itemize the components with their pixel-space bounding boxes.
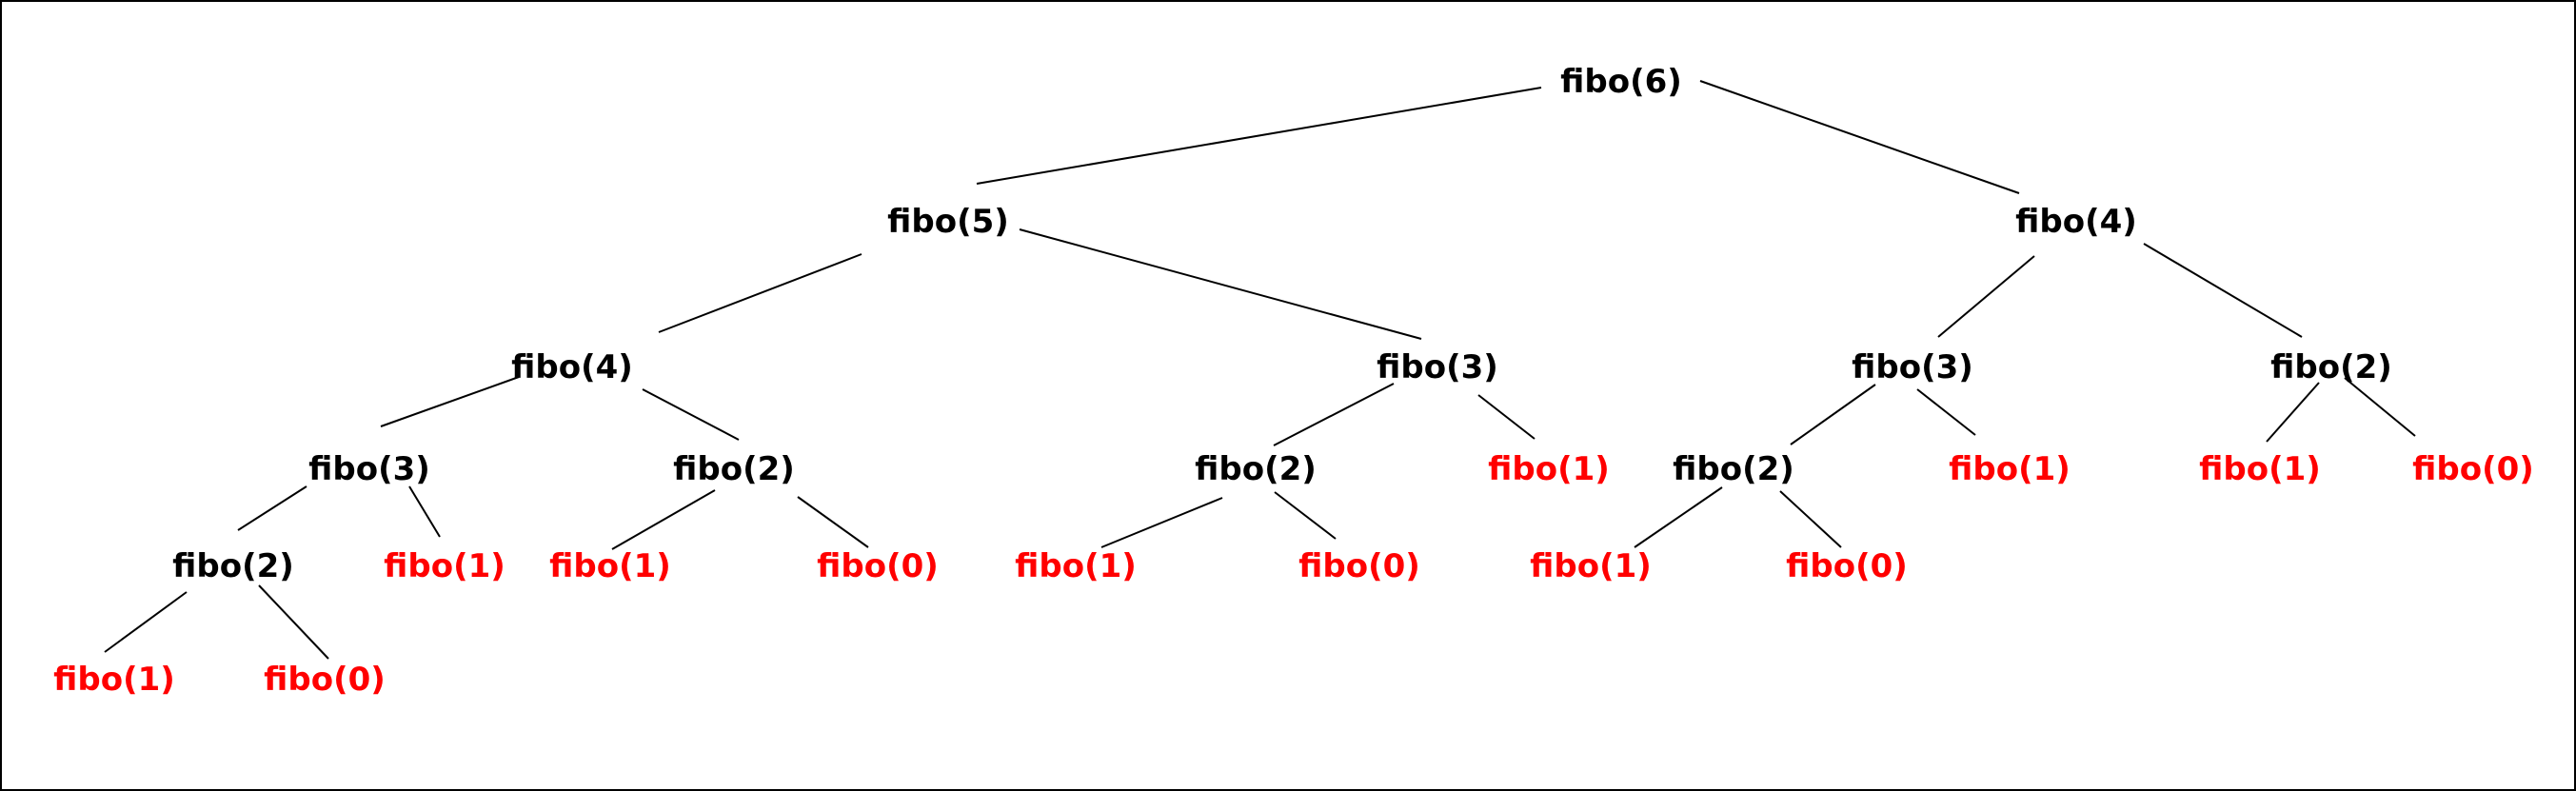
tree-edges bbox=[104, 80, 2416, 660]
leaf-fibo1-right: fibo(1) bbox=[1949, 450, 2071, 488]
leaf-fibo0: fibo(0) bbox=[1298, 547, 1420, 585]
node-fibo4-left: fibo(4) bbox=[511, 348, 633, 386]
leaf-fibo1: fibo(1) bbox=[1015, 547, 1137, 585]
leaf-fibo1-far-right: fibo(1) bbox=[2199, 450, 2321, 488]
edge-fibo2r-fibo0 bbox=[2344, 377, 2416, 437]
edge-fibo6-fibo5 bbox=[976, 87, 1542, 185]
node-fibo6: fibo(6) bbox=[1560, 63, 1682, 101]
edge-fibo3r-fibo1 bbox=[1916, 388, 1976, 436]
tree-nodes: fibo(6) fibo(5) fibo(4) fibo(4) fibo(3) … bbox=[53, 63, 2534, 699]
node-fibo2-left: fibo(2) bbox=[673, 450, 795, 488]
leaf-fibo1-center: fibo(1) bbox=[1488, 450, 1610, 488]
edge-fibo2d-fibo1 bbox=[1634, 486, 1723, 548]
edge-fibo4l-fibo2 bbox=[642, 388, 740, 441]
node-fibo3-right: fibo(3) bbox=[1852, 348, 1973, 386]
node-fibo2-far-left: fibo(2) bbox=[172, 547, 294, 585]
leaf-fibo1-left: fibo(1) bbox=[384, 547, 505, 585]
leaf-fibo1: fibo(1) bbox=[549, 547, 671, 585]
edge-fibo2c-fibo1 bbox=[1100, 497, 1223, 548]
edge-fibo2a-fibo0 bbox=[258, 584, 329, 660]
node-fibo2-far-right: fibo(2) bbox=[2270, 348, 2392, 386]
node-fibo3-left: fibo(3) bbox=[308, 450, 430, 488]
edge-fibo2c-fibo0 bbox=[1274, 491, 1337, 540]
edge-fibo3r-fibo2 bbox=[1790, 384, 1876, 445]
edge-fibo3l-fibo2 bbox=[237, 485, 307, 531]
edge-fibo5-fibo4 bbox=[658, 253, 862, 333]
edge-fibo2d-fibo0 bbox=[1779, 490, 1842, 548]
edge-fibo4r-fibo2 bbox=[2143, 243, 2303, 338]
node-fibo4-right: fibo(4) bbox=[2015, 203, 2137, 241]
node-fibo2-right: fibo(2) bbox=[1673, 450, 1794, 488]
leaf-fibo1: fibo(1) bbox=[53, 661, 175, 699]
edge-fibo2a-fibo1 bbox=[104, 591, 188, 653]
edge-fibo4l-fibo3 bbox=[380, 376, 520, 427]
leaf-fibo0: fibo(0) bbox=[817, 547, 939, 585]
edge-fibo2b-fibo0 bbox=[797, 496, 869, 548]
edge-fibo3l-fibo1 bbox=[408, 485, 441, 538]
leaf-fibo1: fibo(1) bbox=[1530, 547, 1652, 585]
node-fibo2-center: fibo(2) bbox=[1195, 450, 1317, 488]
edge-fibo6-fibo4 bbox=[1699, 80, 2020, 194]
leaf-fibo0-far-right: fibo(0) bbox=[2412, 450, 2534, 488]
edge-fibo3-fibo1 bbox=[1477, 394, 1536, 440]
leaf-fibo0: fibo(0) bbox=[1786, 547, 1908, 585]
node-fibo5: fibo(5) bbox=[887, 203, 1009, 241]
leaf-fibo0: fibo(0) bbox=[264, 661, 386, 699]
edge-fibo5-fibo3 bbox=[1019, 228, 1422, 340]
edge-fibo2b-fibo1 bbox=[611, 489, 716, 550]
edge-fibo4r-fibo3 bbox=[1937, 255, 2035, 338]
edge-fibo2r-fibo1 bbox=[2266, 382, 2320, 443]
node-fibo3-center: fibo(3) bbox=[1377, 348, 1498, 386]
edge-fibo3-fibo2 bbox=[1273, 383, 1395, 446]
